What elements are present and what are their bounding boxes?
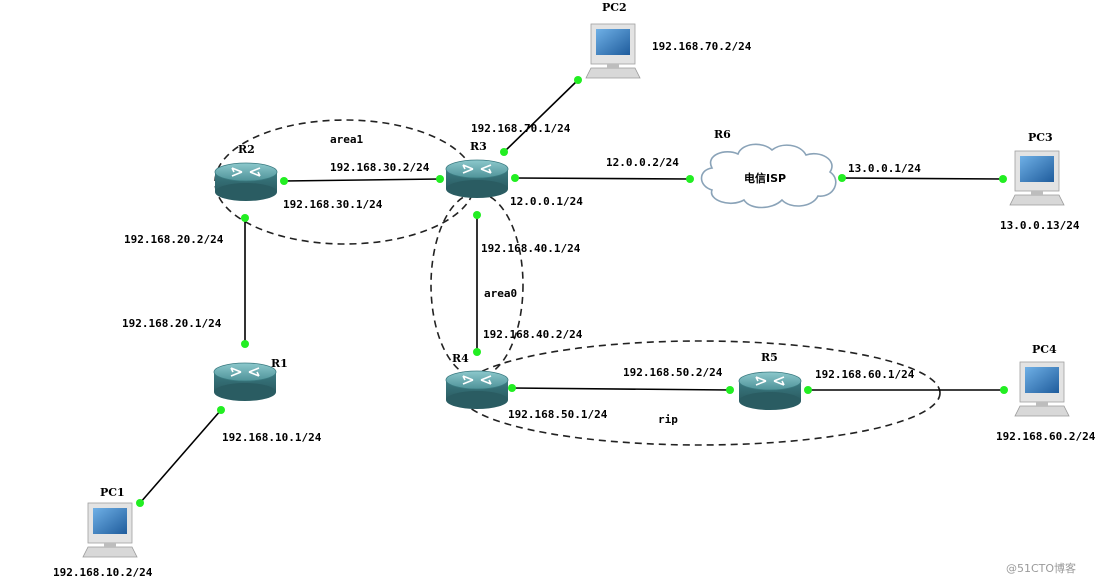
pc2-ip: 192.168.70.2/24 (652, 40, 752, 53)
r3-pc2-ip: 192.168.70.1/24 (471, 122, 571, 135)
r1-name: R1 (271, 357, 288, 370)
pc1-name: PC1 (100, 486, 125, 499)
link-r3-isp (514, 177, 691, 180)
pc3-name: PC3 (1028, 131, 1053, 144)
r2-router-icon[interactable] (214, 162, 278, 202)
pc4-name: PC4 (1032, 343, 1057, 356)
link-r1-pc1 (139, 409, 222, 504)
r1-router-icon[interactable] (213, 362, 277, 402)
pc3-ip: 13.0.0.13/24 (1000, 219, 1080, 232)
pc4-icon[interactable] (1014, 361, 1070, 417)
watermark: @51CTO博客 (1006, 562, 1077, 575)
r2-name: R2 (238, 143, 255, 156)
links (139, 79, 1004, 504)
pc1-icon[interactable] (82, 502, 138, 558)
area1-label: area1 (330, 133, 364, 146)
r5-name: R5 (761, 351, 778, 364)
link-r2-r3 (283, 178, 441, 182)
r5-r4-ip: 192.168.50.2/24 (623, 366, 723, 379)
pc2-icon[interactable] (585, 23, 641, 79)
link-isp-pc3 (841, 177, 1004, 180)
r5-router-icon[interactable] (738, 371, 802, 411)
r3-r2-ip: 192.168.30.2/24 (330, 161, 430, 174)
r5-pc4-ip: 192.168.60.1/24 (815, 368, 915, 381)
link-r3-pc2 (503, 79, 579, 153)
pc1-ip: 192.168.10.2/24 (53, 566, 153, 579)
r4-r5-ip: 192.168.50.1/24 (508, 408, 608, 421)
r3-name: R3 (470, 140, 487, 153)
port-dots (136, 76, 1008, 507)
r1-r2-ip: 192.168.20.1/24 (122, 317, 222, 330)
r1-pc1-ip: 192.168.10.1/24 (222, 431, 322, 444)
area0-label: area0 (484, 287, 518, 300)
r4-name: R4 (452, 352, 469, 365)
link-r4-r5 (511, 387, 731, 391)
cloud-icon[interactable] (700, 143, 837, 209)
rip-label: rip (658, 413, 678, 426)
r4-router-icon[interactable] (445, 370, 509, 410)
isp-label: 电信ISP (744, 172, 787, 185)
r2-r1-ip: 192.168.20.2/24 (124, 233, 224, 246)
pc4-ip: 192.168.60.2/24 (996, 430, 1096, 443)
r3-r4-ip: 192.168.40.1/24 (481, 242, 581, 255)
pc3-icon[interactable] (1009, 150, 1065, 206)
isp-pc3-ip: 13.0.0.1/24 (848, 162, 921, 175)
r3-router-icon[interactable] (445, 159, 509, 199)
r4-r3-ip: 192.168.40.2/24 (483, 328, 583, 341)
isp-r3-ip: 12.0.0.2/24 (606, 156, 679, 169)
r3-isp-ip: 12.0.0.1/24 (510, 195, 583, 208)
pc2-name: PC2 (602, 1, 627, 14)
r6-name: R6 (714, 128, 731, 141)
rip-boundary (459, 340, 941, 446)
r2-r3-ip: 192.168.30.1/24 (283, 198, 383, 211)
